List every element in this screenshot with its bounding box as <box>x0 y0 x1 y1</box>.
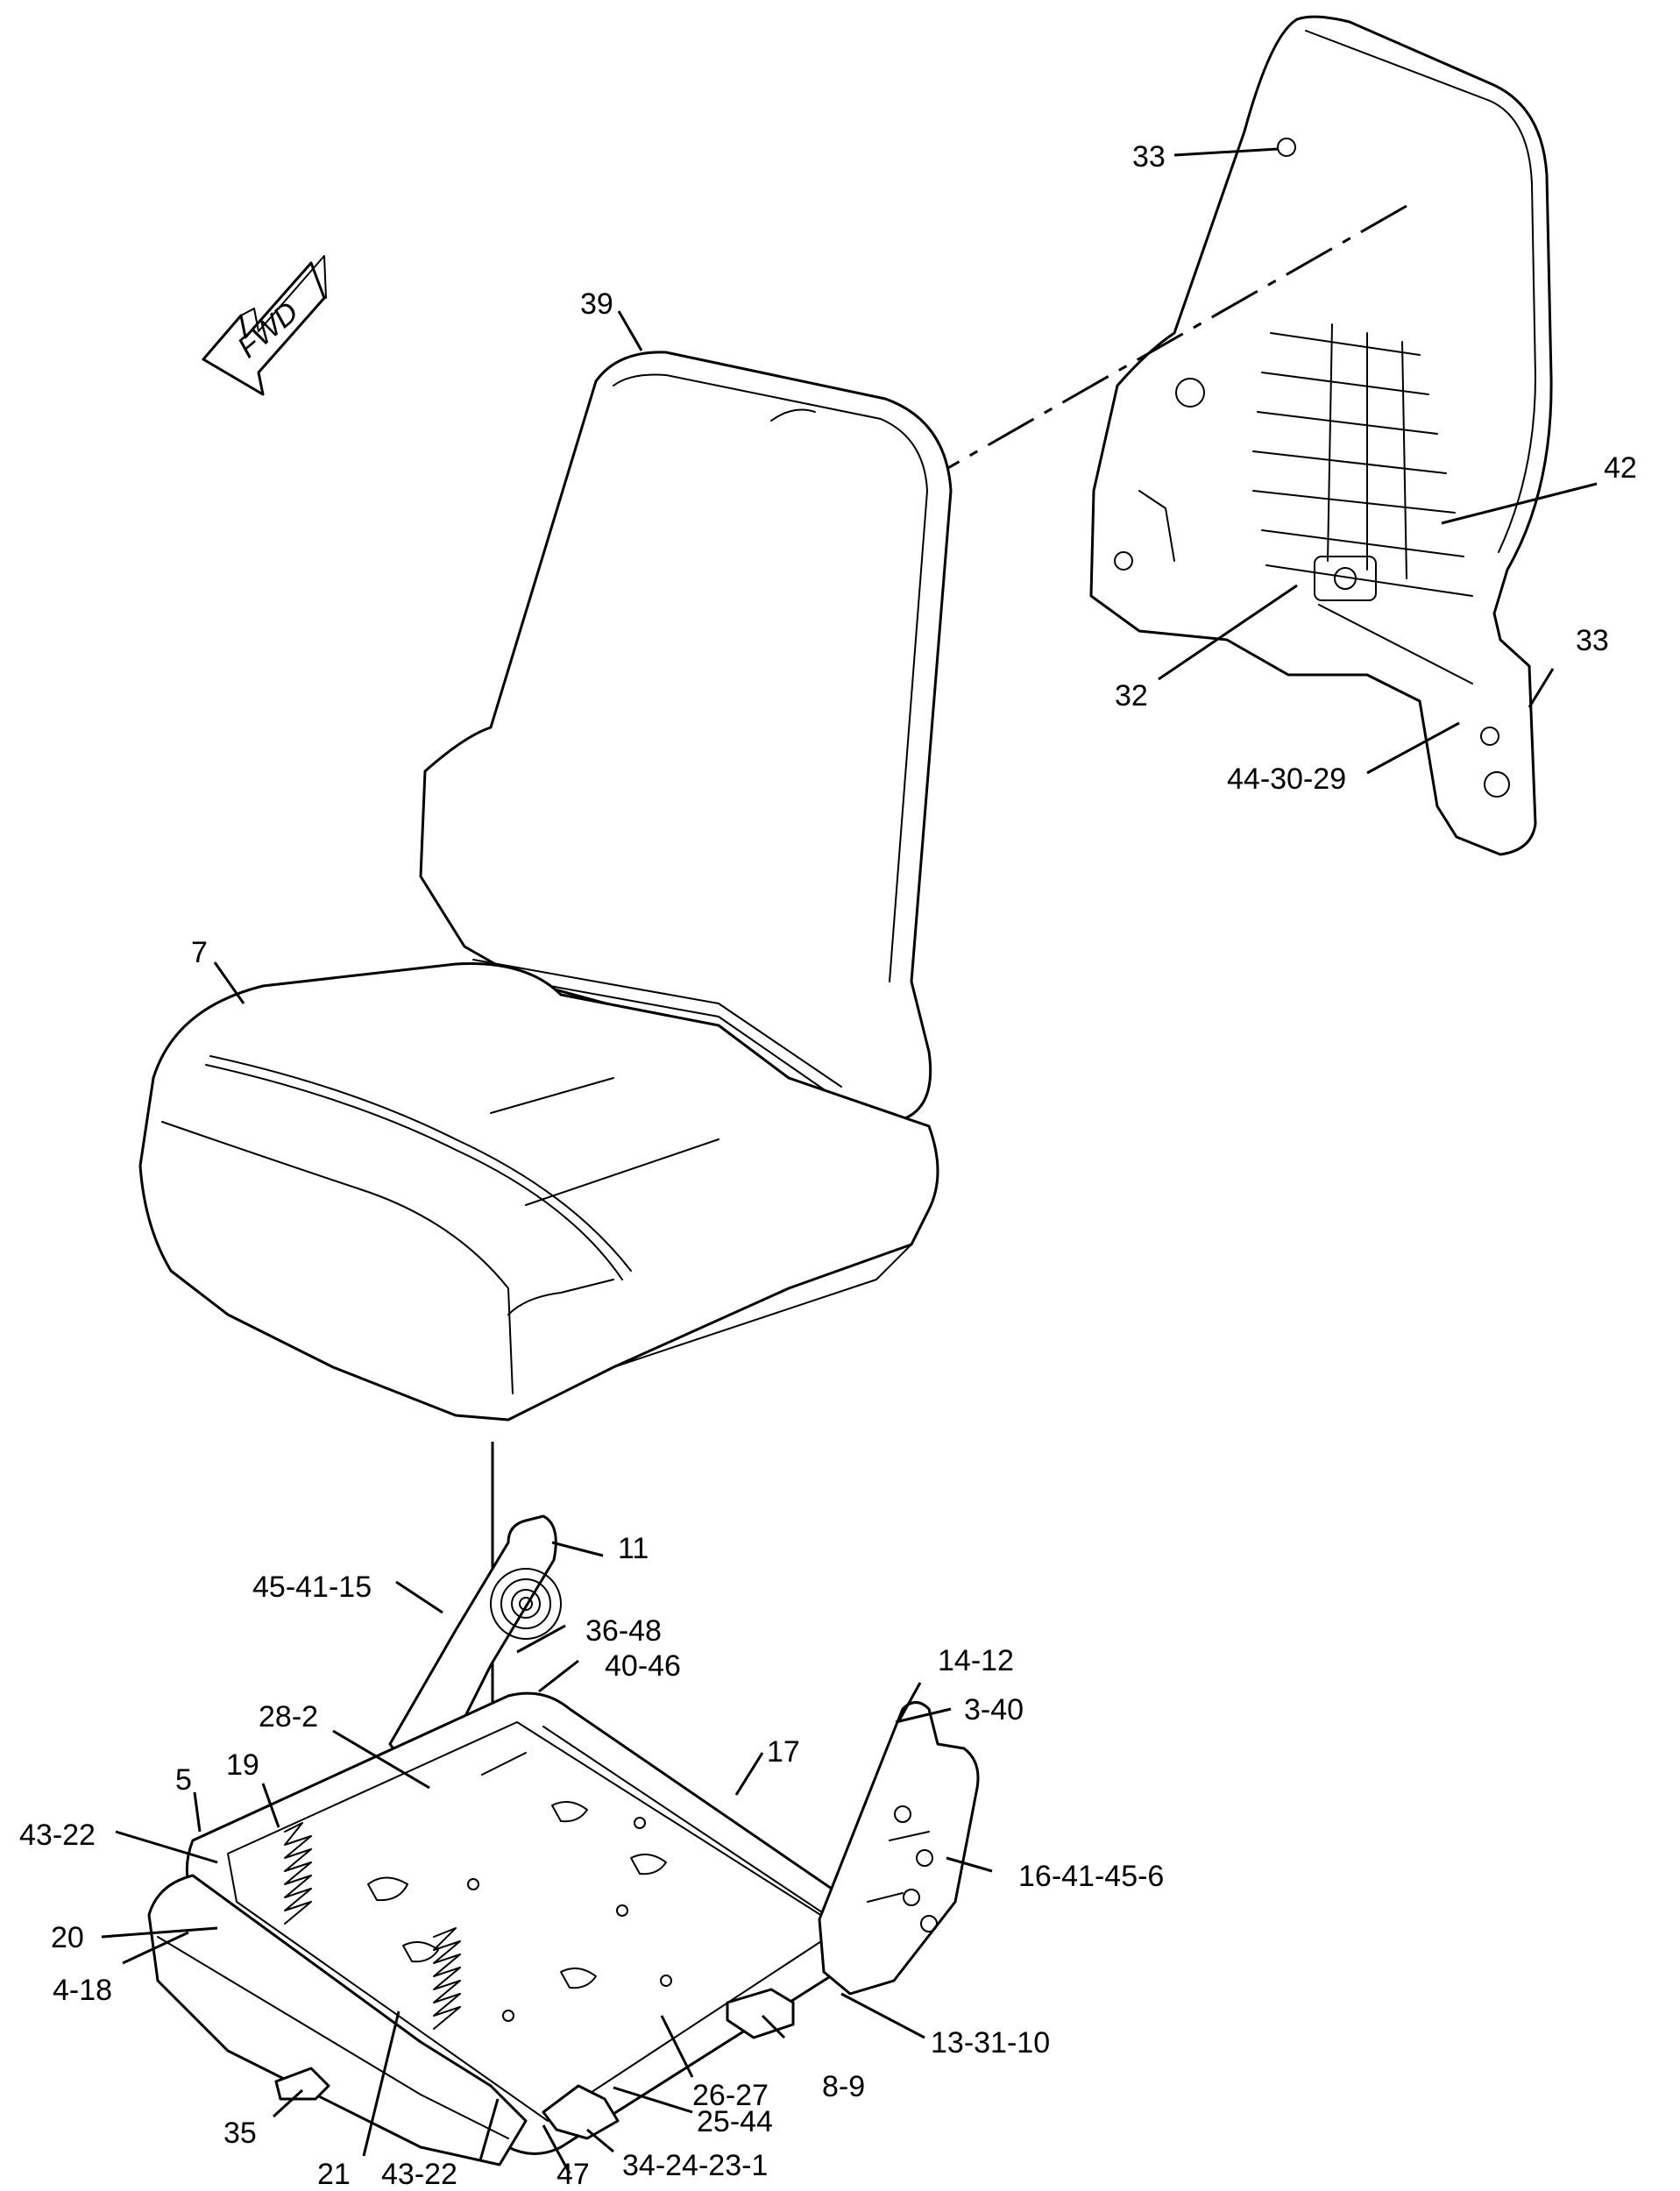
callout-40-46: 40-46 <box>605 1649 681 1683</box>
callout-42: 42 <box>1604 451 1637 485</box>
callout-3-40: 3-40 <box>964 1693 1024 1727</box>
callout-44-30-29: 44-30-29 <box>1227 762 1346 796</box>
callout-36-48: 36-48 <box>585 1614 662 1648</box>
callout-7: 7 <box>191 936 208 969</box>
fwd-arrow-icon: FWD <box>202 255 327 396</box>
callout-21: 21 <box>317 2158 351 2191</box>
callout-16-41-45-6: 16-41-45-6 <box>1018 1860 1164 1893</box>
seat-cushion <box>138 961 939 1422</box>
callout-19: 19 <box>226 1748 259 1782</box>
callout-39: 39 <box>580 287 613 321</box>
callout-20: 20 <box>51 1921 84 1954</box>
callout-13-31-10: 13-31-10 <box>931 2026 1050 2060</box>
callout-43-22-left: 43-22 <box>19 1819 96 1852</box>
callout-33-top: 33 <box>1132 140 1166 174</box>
callout-25-44: 25-44 <box>697 2105 773 2138</box>
callout-26-27: 26-27 <box>692 2079 769 2112</box>
callout-32: 32 <box>1115 679 1148 713</box>
callout-17: 17 <box>767 1735 800 1769</box>
callout-43-22-bottom: 43-22 <box>381 2158 457 2191</box>
callout-34-24-23-1: 34-24-23-1 <box>622 2149 768 2182</box>
callout-8-9: 8-9 <box>822 2070 865 2103</box>
callout-28-2: 28-2 <box>259 1700 318 1734</box>
callout-4-18: 4-18 <box>53 1974 112 2007</box>
callout-33-side: 33 <box>1576 624 1609 657</box>
callout-45-41-15: 45-41-15 <box>252 1571 372 1604</box>
callout-35: 35 <box>223 2117 257 2150</box>
callout-labels: 33 39 42 32 33 44-30-29 7 11 45-41-15 36… <box>19 140 1637 2191</box>
backrest-frame <box>1089 15 1553 856</box>
callout-11: 11 <box>618 1532 649 1565</box>
seat-back-cushion <box>419 351 953 1132</box>
callout-5: 5 <box>175 1763 192 1797</box>
seat-base-frame <box>147 1514 980 2166</box>
alignment-axis-back <box>946 204 1407 471</box>
leader-lines <box>101 147 1598 2174</box>
callout-47: 47 <box>556 2158 590 2191</box>
callout-14-12: 14-12 <box>938 1644 1014 1677</box>
